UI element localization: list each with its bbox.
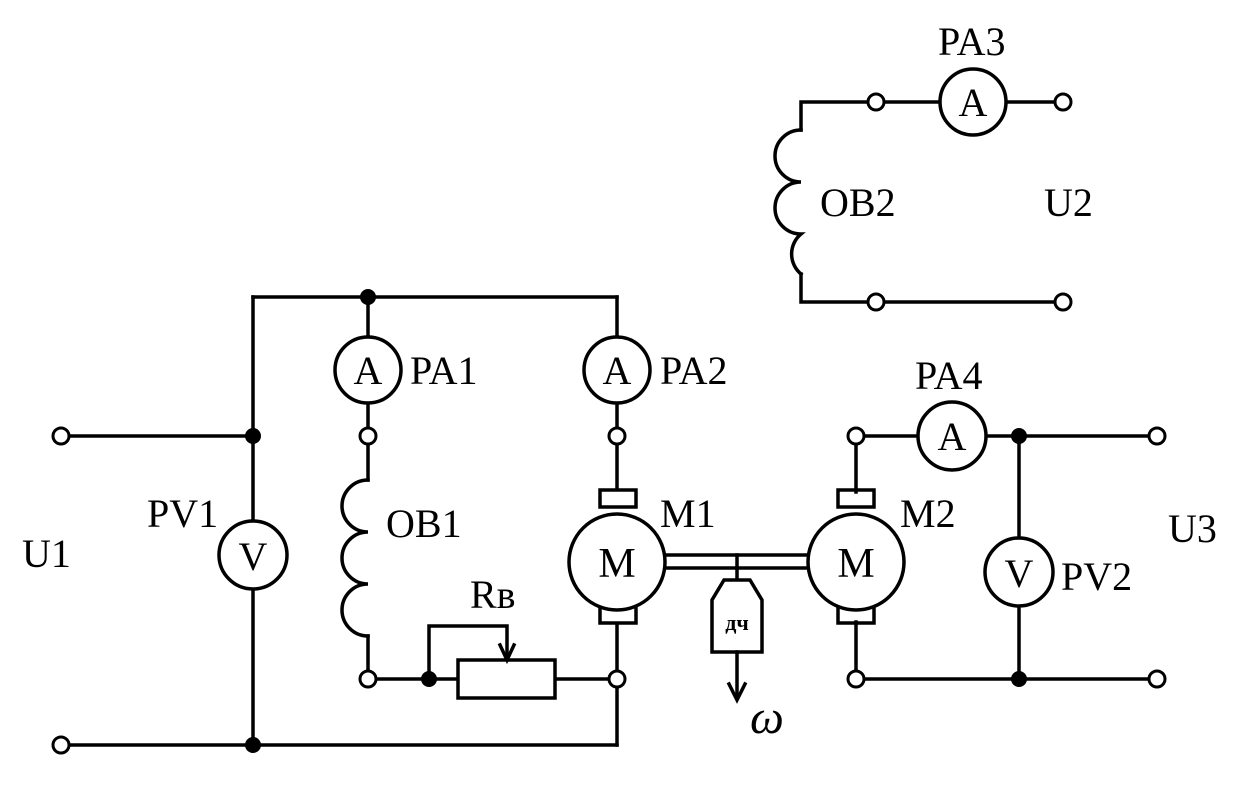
rheostat-rv [456,658,557,700]
voltmeter-pv2 [983,536,1055,608]
ammeter-pa2 [582,335,652,405]
motor-m2: M [806,488,906,625]
tacho-symbol: дч [725,610,749,635]
label-pa1: PA1 [410,348,477,393]
label-u1: U1 [22,531,71,576]
terminal[interactable] [51,735,71,755]
motor-m1-symbol: M [598,541,635,587]
label-u3: U3 [1168,506,1217,551]
terminal[interactable] [51,426,71,446]
label-pv1: PV1 [147,491,218,536]
voltmeter-pv2-symbol: V [1005,551,1034,596]
label-rv: Rв [470,572,516,617]
label-ob2: OB2 [820,180,896,225]
terminal[interactable] [607,669,627,689]
label-pa2: PA2 [660,348,727,393]
terminal[interactable] [846,426,866,446]
terminal[interactable] [1053,92,1073,112]
supply-circuit: V A A [51,289,652,755]
terminal[interactable] [358,426,378,446]
junction-dot [245,737,261,753]
label-ob1: OB1 [386,501,462,546]
tacho-generator: дч [710,578,764,704]
label-pa4: PA4 [915,353,982,398]
ammeter-pa3-symbol: A [959,80,988,125]
terminal[interactable] [846,669,866,689]
terminal[interactable] [1147,669,1167,689]
ammeter-pa4 [916,400,988,472]
voltmeter-pv1 [217,519,289,591]
terminal[interactable] [358,669,378,689]
label-u2: U2 [1044,180,1093,225]
label-m2: M2 [900,491,956,536]
motor-m1: M [567,488,667,625]
label-omega: ω [750,691,784,744]
junction-dot [1011,428,1027,444]
junction-dot [245,428,261,444]
junction-dot [421,671,437,687]
terminal[interactable] [866,292,886,312]
ammeter-pa2-symbol: A [603,348,632,393]
ammeter-pa4-symbol: A [938,414,967,459]
terminal[interactable] [1147,426,1167,446]
label-pv2: PV2 [1061,554,1132,599]
terminal[interactable] [607,426,627,446]
ammeter-pa1-symbol: A [354,348,383,393]
label-pa3: PA3 [938,19,1005,64]
ammeter-pa3 [938,67,1008,137]
label-m1: M1 [660,491,716,536]
voltmeter-pv1-symbol: V [239,534,268,579]
ob2-circuit: A [773,67,1073,312]
terminal[interactable] [1053,292,1073,312]
motor-m2-symbol: M [837,541,874,587]
shaft [663,553,811,582]
junction-dot [360,289,376,305]
ammeter-pa1 [333,335,403,405]
terminal[interactable] [866,92,886,112]
load-circuit: A V [846,400,1167,689]
junction-dot [1011,671,1027,687]
